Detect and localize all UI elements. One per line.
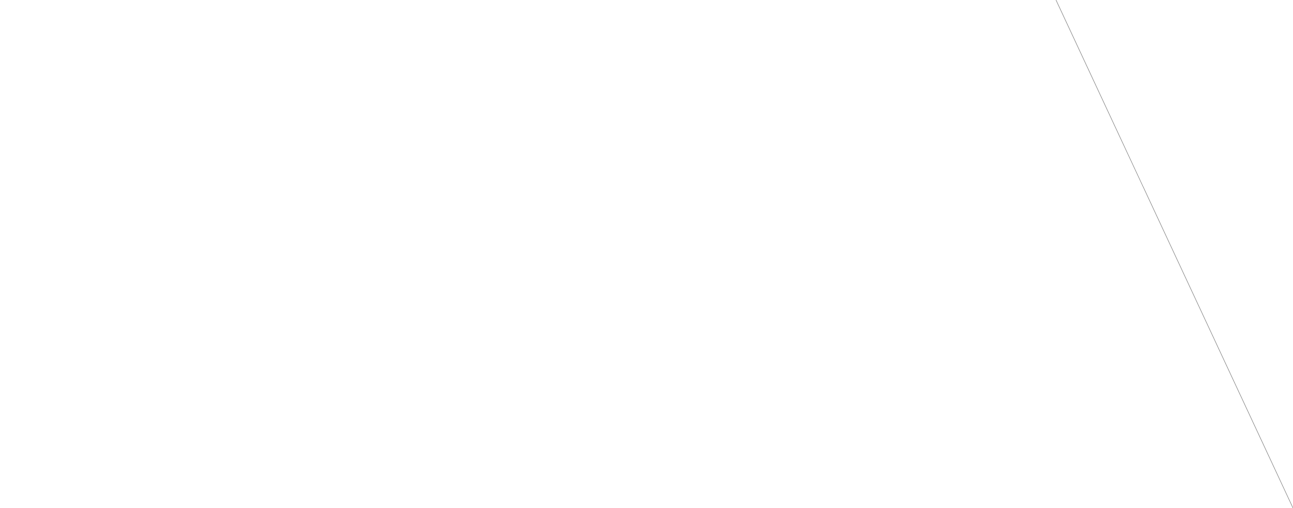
diagonal-line [1055, 0, 1293, 508]
